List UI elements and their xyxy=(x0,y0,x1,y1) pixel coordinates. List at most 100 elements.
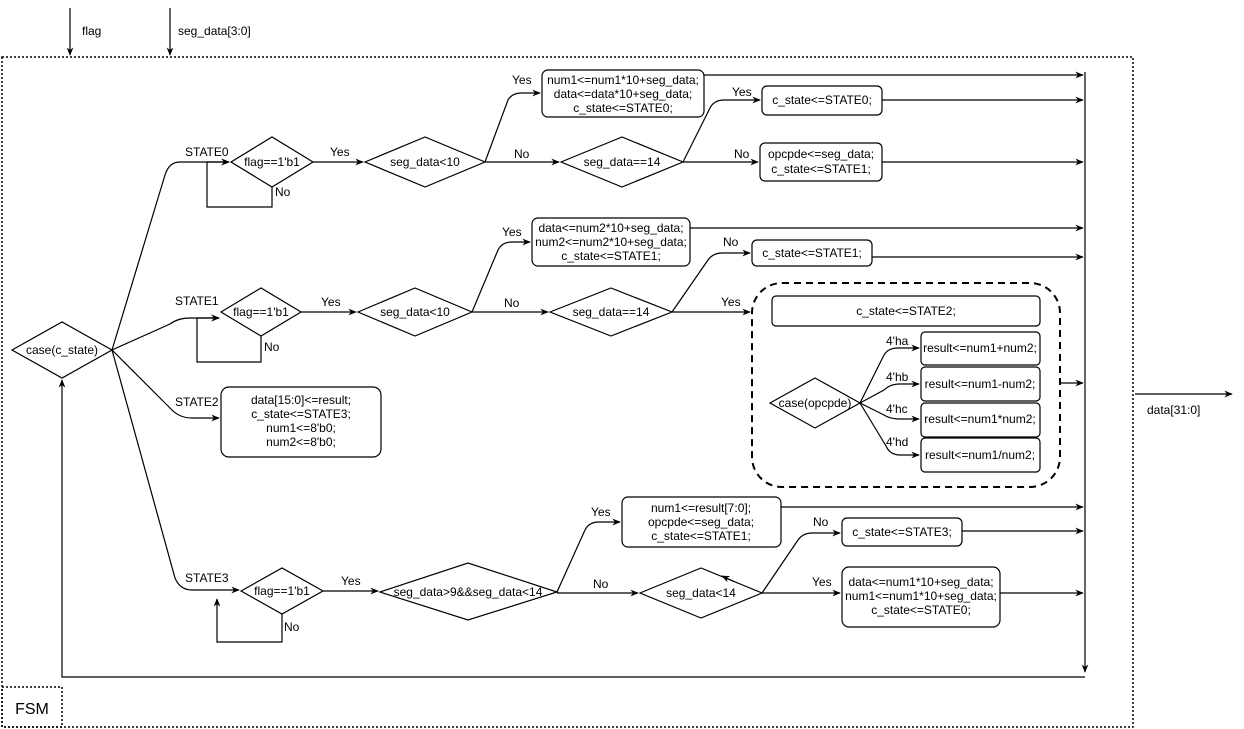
stmt: c_state<=STATE1; xyxy=(561,249,661,263)
no-label: No xyxy=(504,296,520,310)
state1-eq14-text: seg_data==14 xyxy=(573,305,650,319)
edge xyxy=(471,238,531,313)
stmt: data[15:0]<=result; xyxy=(251,393,351,407)
yes-label: Yes xyxy=(732,85,752,99)
no-label: No xyxy=(813,515,829,529)
case-opcode-text: case(opcpde) xyxy=(779,396,852,410)
no-label: No xyxy=(275,185,291,199)
stmt: num1<=num1*10+seg_data; xyxy=(547,73,699,87)
stmt: opcpde<=seg_data; xyxy=(648,515,754,529)
state3-op-box xyxy=(621,496,782,548)
op-add-box xyxy=(920,331,1041,366)
stmt: data<=data*10+seg_data; xyxy=(554,87,692,101)
op-mul-box xyxy=(920,402,1041,438)
yes-label: Yes xyxy=(341,574,361,588)
yes-label: Yes xyxy=(512,73,532,87)
no-label: No xyxy=(593,577,609,591)
edge xyxy=(859,402,920,459)
stmt: c_state<=STATE0; xyxy=(871,603,971,617)
data-output-label: data[31:0] xyxy=(1147,403,1200,417)
state3-wait-loop xyxy=(213,598,283,643)
stmt: result<=num1-num2; xyxy=(925,377,1036,391)
stmt: result<=num1/num2; xyxy=(925,448,1035,462)
stmt: c_state<=STATE0; xyxy=(772,93,872,107)
flag-input-label: flag xyxy=(82,24,101,38)
state3-lt14-text: seg_data<14 xyxy=(666,586,736,600)
state1-flag-text: flag==1'b1 xyxy=(233,305,289,319)
stmt: num2<=8'b0; xyxy=(266,435,336,449)
yes-label: Yes xyxy=(321,295,341,309)
state3-flag-text: flag==1'b1 xyxy=(254,584,310,598)
state1-wait-loop xyxy=(196,314,262,363)
edge xyxy=(859,380,920,404)
edge-state3 xyxy=(111,349,240,594)
state2-box xyxy=(220,386,382,458)
state1-lt10-text: seg_data<10 xyxy=(380,305,450,319)
op-code-label: 4'hd xyxy=(886,435,908,449)
state0-lt10-box xyxy=(541,69,705,118)
op-div-box xyxy=(920,437,1041,473)
state2-branch: data[15:0]<=result; c_state<=STATE3; num… xyxy=(220,386,382,458)
stmt: c_state<=STATE1; xyxy=(651,529,751,543)
no-label: No xyxy=(514,147,530,161)
no-label: No xyxy=(723,235,739,249)
stmt: opcpde<=seg_data; xyxy=(768,147,874,161)
edge xyxy=(484,89,541,163)
edge xyxy=(721,575,736,583)
yes-label: Yes xyxy=(502,225,522,239)
stmt: num1<=8'b0; xyxy=(266,421,336,435)
edge xyxy=(859,402,920,423)
yes-label: Yes xyxy=(330,145,350,159)
state3-label: STATE3 xyxy=(185,571,229,585)
stmt: num1<=result[7:0]; xyxy=(651,501,751,515)
state0-lt10-text: seg_data<10 xyxy=(390,155,460,169)
op-code-label: 4'hc xyxy=(886,402,908,416)
state0-flag-text: flag==1'b1 xyxy=(244,155,300,169)
seg-data-input-label: seg_data[3:0] xyxy=(178,24,251,38)
state0-eq14-text: seg_data==14 xyxy=(584,155,661,169)
state1-label: STATE1 xyxy=(175,294,219,308)
state3-lt14-box xyxy=(841,566,1001,628)
op-code-label: 4'hb xyxy=(886,370,909,384)
edge xyxy=(859,344,920,404)
state1-lt10-box xyxy=(531,217,691,267)
state0-branch: flag==1'b1 No Yes seg_data<10 Yes No num… xyxy=(206,69,1084,208)
stmt: num2<=num2*10+seg_data; xyxy=(535,235,687,249)
case-opcode-diamond xyxy=(768,377,862,429)
state1-branch: flag==1'b1 No Yes seg_data<10 Yes No dat… xyxy=(196,217,1084,488)
no-label: No xyxy=(264,340,280,354)
no-label: No xyxy=(734,147,750,161)
edge xyxy=(682,96,761,163)
stmt: c_state<=STATE3; xyxy=(852,525,952,539)
op-sub-box xyxy=(920,366,1041,402)
edge xyxy=(556,518,621,593)
op-code-label: 4'ha xyxy=(886,334,909,348)
no-label: No xyxy=(284,620,300,634)
case-state-diamond xyxy=(10,321,114,379)
return-path xyxy=(58,379,1085,678)
yes-label: Yes xyxy=(591,505,611,519)
state1-eq14-box xyxy=(771,295,1041,327)
yes-label: Yes xyxy=(812,575,832,589)
stmt: data<=num1*10+seg_data; xyxy=(848,575,993,589)
stmt: c_state<=STATE3; xyxy=(251,407,351,421)
state3-not14-box xyxy=(841,517,963,547)
stmt: c_state<=STATE0; xyxy=(573,101,673,115)
state3-range-text: seg_data>9&&seg_data<14 xyxy=(394,585,543,599)
edge xyxy=(671,249,751,313)
stmt: result<=num1*num2; xyxy=(924,412,1035,426)
fsm-label: FSM xyxy=(15,701,49,718)
fsm-module-frame xyxy=(1,56,1134,728)
stmt: result<=num1+num2; xyxy=(923,341,1037,355)
case-state-label: case(c_state) xyxy=(26,343,98,357)
state3-branch: flag==1'b1 No Yes seg_data>9&&seg_data<1… xyxy=(213,496,1084,643)
stmt: c_state<=STATE1; xyxy=(762,246,862,260)
state0-wait-loop xyxy=(206,158,273,208)
edge xyxy=(761,529,841,594)
state2-label: STATE2 xyxy=(175,395,219,409)
yes-label: Yes xyxy=(721,295,741,309)
edge-state0 xyxy=(111,158,230,351)
state1-not14-box xyxy=(751,239,873,267)
edge-state2 xyxy=(111,349,220,422)
